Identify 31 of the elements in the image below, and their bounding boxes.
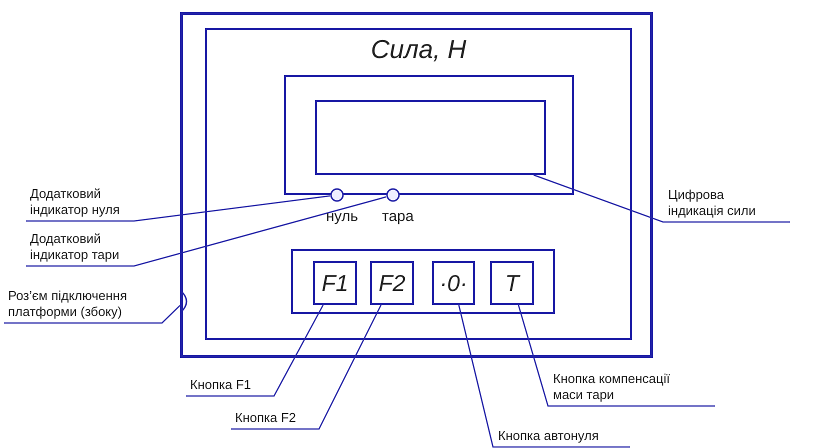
keypad-panel	[291, 249, 555, 314]
leader-line	[231, 304, 382, 430]
indicator-caption: нуль	[326, 209, 358, 225]
leader-line	[518, 304, 715, 407]
display-bezel	[284, 75, 574, 195]
indicator-caption: тара	[382, 209, 414, 225]
indicator-lamp	[386, 188, 400, 202]
callout-text: Додатковий індикатор нуля	[30, 186, 130, 218]
key: T	[490, 261, 534, 305]
key: F1	[313, 261, 357, 305]
callout-text: Цифрова індикація сили	[668, 187, 778, 219]
callout-text: Роз’єм підключення платформи (збоку)	[8, 288, 158, 320]
leader-line	[26, 195, 330, 222]
indicator-lamp	[330, 188, 344, 202]
panel-heading: Сила, Н	[370, 34, 468, 65]
leader-line	[26, 196, 386, 267]
callout-text: Кнопка F2	[235, 410, 315, 426]
key: ·0·	[432, 261, 475, 305]
callout-text: Кнопка F1	[190, 377, 270, 393]
key: F2	[370, 261, 414, 305]
connector-socket	[180, 290, 188, 313]
leader-line	[4, 304, 180, 324]
device-case	[180, 12, 653, 358]
front-panel-frame	[205, 28, 632, 340]
leader-line	[458, 304, 630, 448]
callout-text: Кнопка компенсації маси тари	[553, 371, 703, 403]
display-window	[315, 100, 546, 175]
leader-line	[186, 304, 324, 397]
callout-text: Кнопка автонуля	[498, 428, 618, 444]
leader-line	[533, 174, 790, 223]
callout-text: Додатковий індикатор тари	[30, 231, 130, 263]
